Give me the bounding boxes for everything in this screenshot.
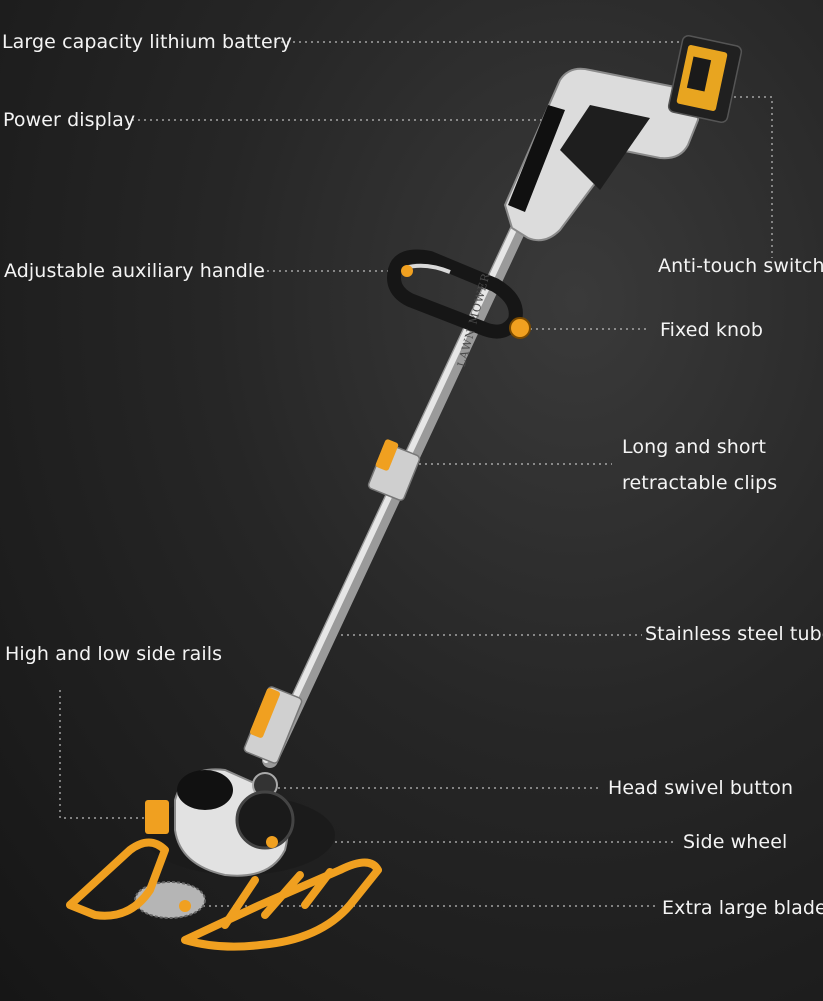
side-wheel [235,790,295,850]
label-power-display: Power display [3,109,136,131]
label-anti-touch: Anti-touch switch [658,255,823,277]
retractable-clip [367,439,421,501]
label-side-rails: High and low side rails [5,643,223,665]
leader-rails [59,690,150,819]
lower-clip [243,686,303,764]
side-rails [66,838,382,951]
label-swivel: Head swivel button [608,777,794,799]
label-fixed-knob: Fixed knob [660,319,764,341]
label-steel-tube: Stainless steel tube [645,623,823,645]
label-side-wheel: Side wheel [683,831,788,853]
label-clips-2: retractable clips [622,472,778,494]
label-battery: Large capacity lithium battery [2,31,293,53]
label-blade: Extra large blade [662,897,823,919]
main-handle [503,67,700,242]
label-aux-handle: Adjustable auxiliary handle [4,260,266,282]
battery-pack [667,34,743,124]
label-clips-1: Long and short [622,436,767,458]
auxiliary-handle [387,249,531,339]
